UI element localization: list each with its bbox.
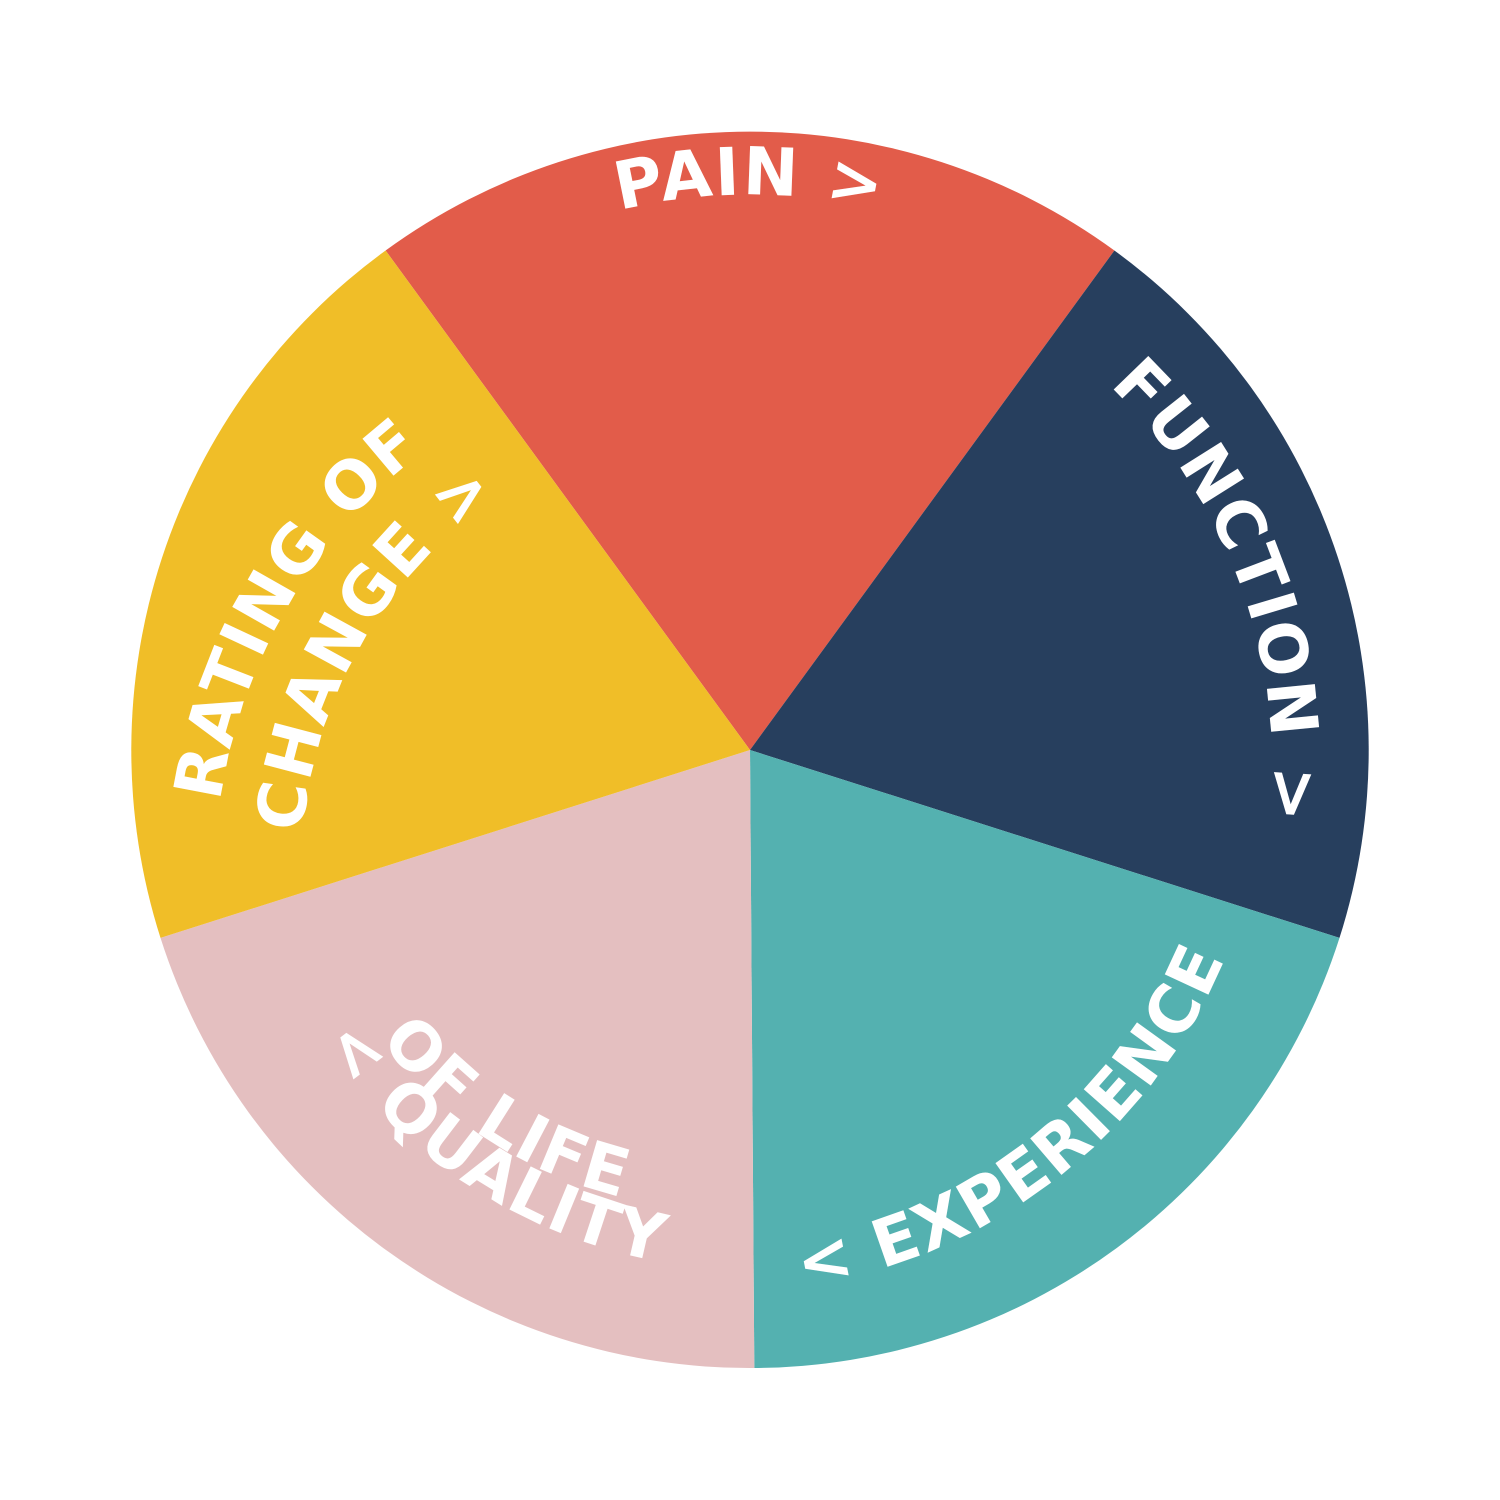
segment-pain bbox=[385, 131, 1115, 750]
segment-quality-of-life bbox=[160, 750, 755, 1369]
segment-function bbox=[750, 250, 1369, 938]
segment-rating-of-change bbox=[131, 250, 751, 938]
segment-experience bbox=[750, 750, 1340, 1368]
